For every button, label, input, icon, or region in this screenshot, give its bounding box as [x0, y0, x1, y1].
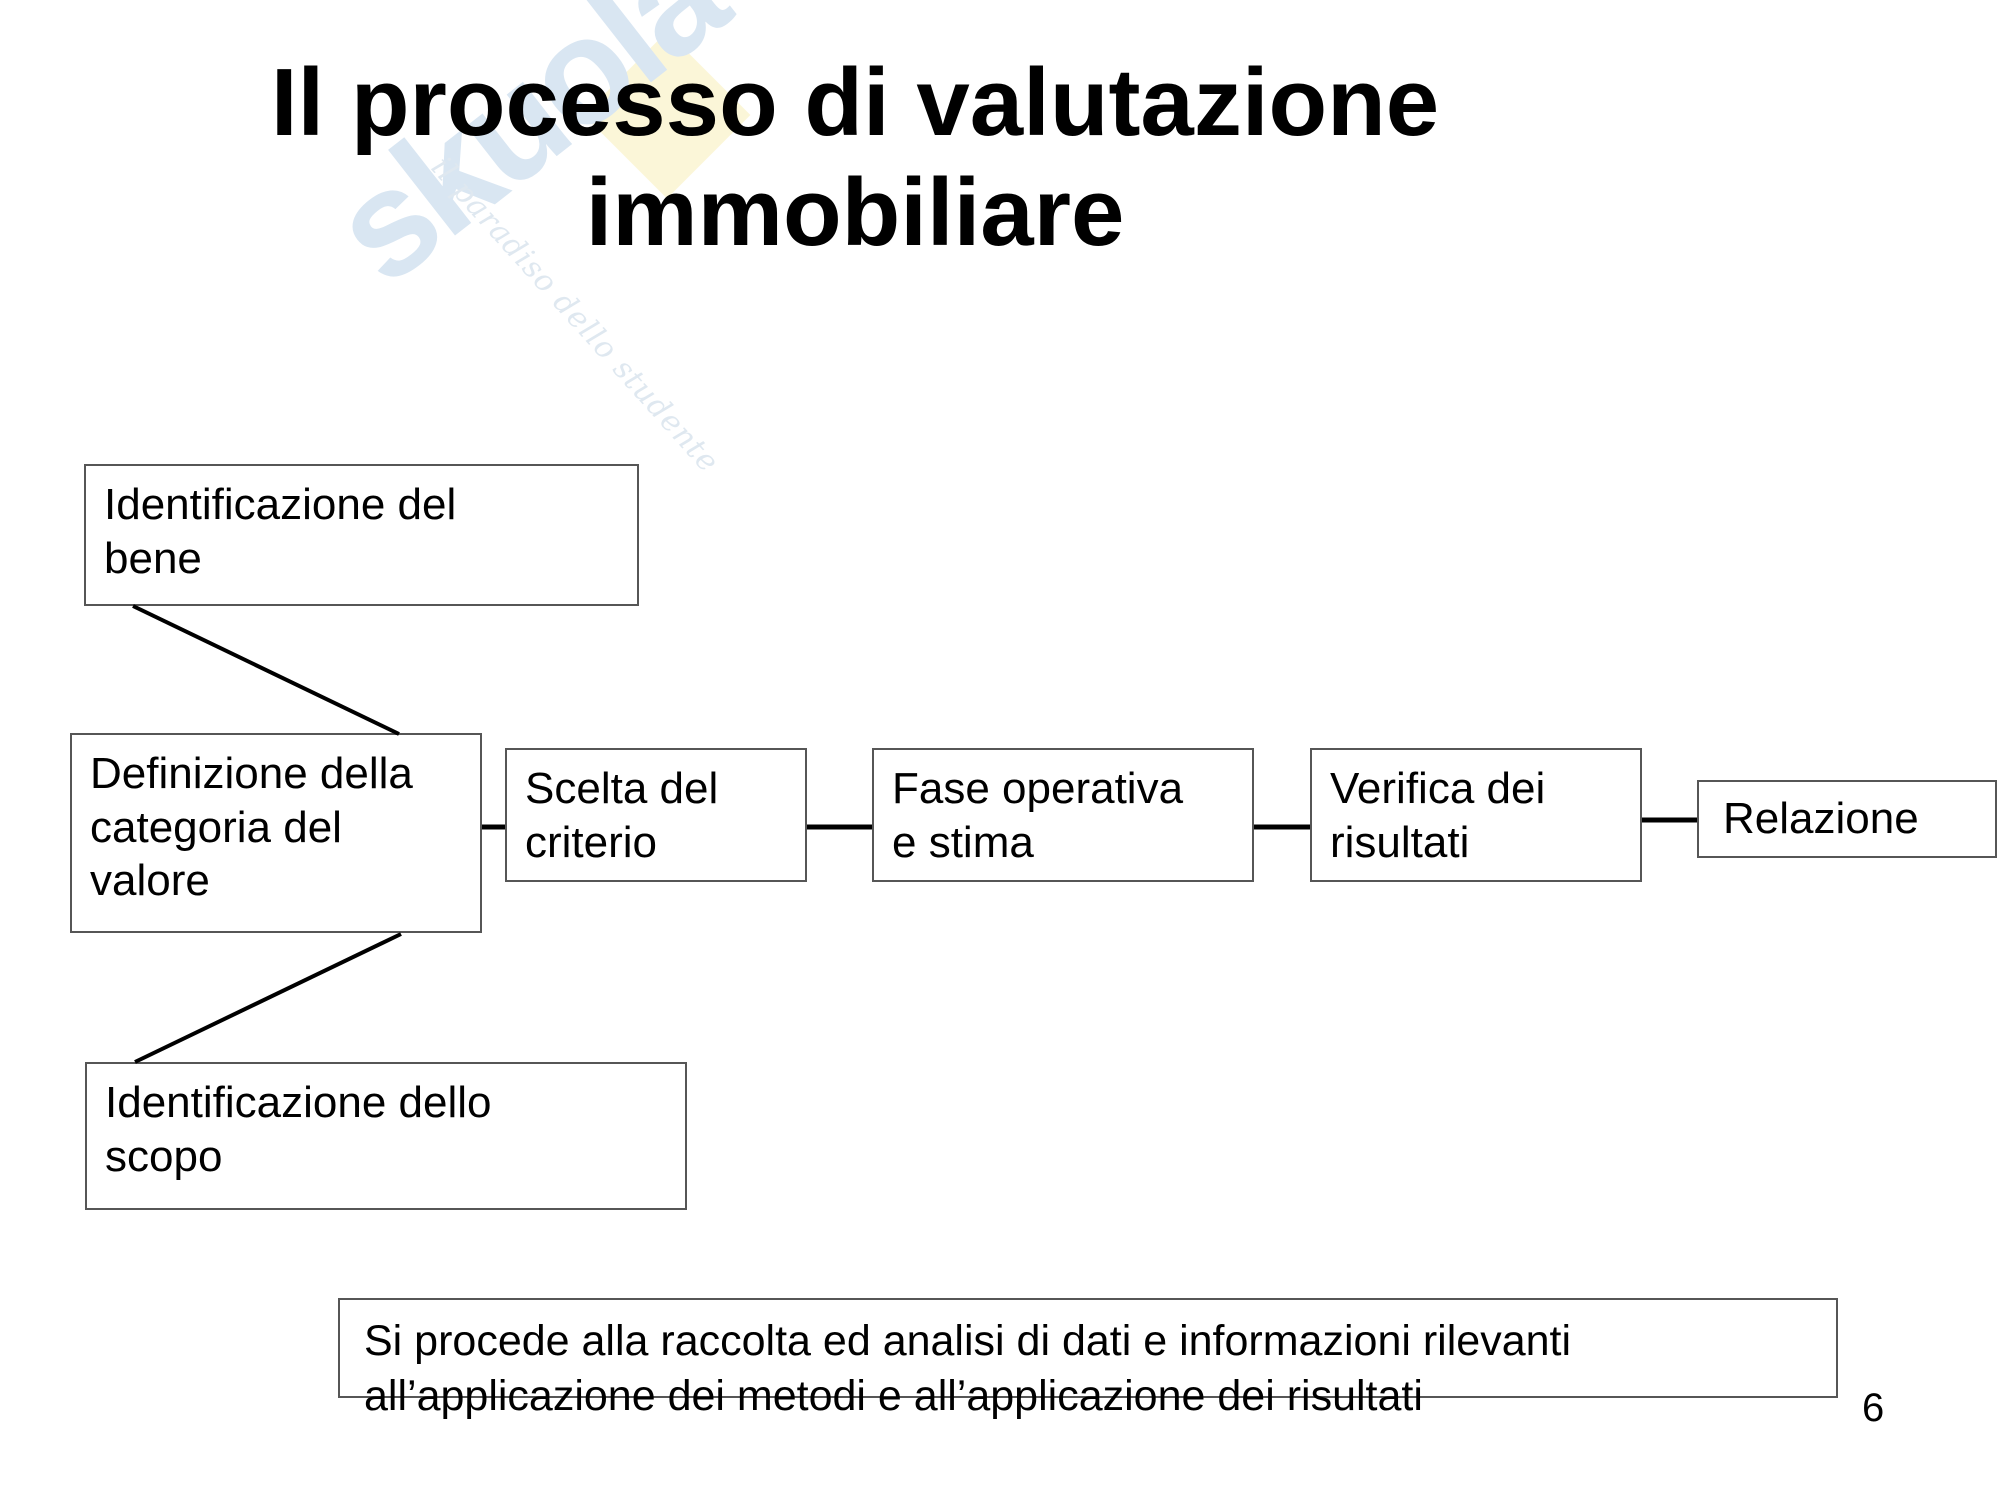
node-definizione-della-categoria-del-valore[interactable]: Definizione della categoria del valore	[70, 733, 482, 933]
node-scelta-del-criterio[interactable]: Scelta del criterio	[505, 748, 807, 882]
slide-title: Il processo di valutazione immobiliare	[270, 49, 1440, 267]
node-relazione[interactable]: Relazione	[1697, 780, 1997, 858]
node-identificazione-dello-scopo[interactable]: Identificazione dello scopo	[85, 1062, 687, 1210]
node-verifica-dei-risultati[interactable]: Verifica dei risultati	[1310, 748, 1642, 882]
page-number: 6	[1862, 1386, 1885, 1430]
caption-box: Si procede alla raccolta ed analisi di d…	[338, 1298, 1838, 1420]
node-fase-operativa-e-stima[interactable]: Fase operativa e stima	[872, 748, 1254, 882]
node-identificazione-del-bene[interactable]: Identificazione del bene	[84, 464, 639, 606]
